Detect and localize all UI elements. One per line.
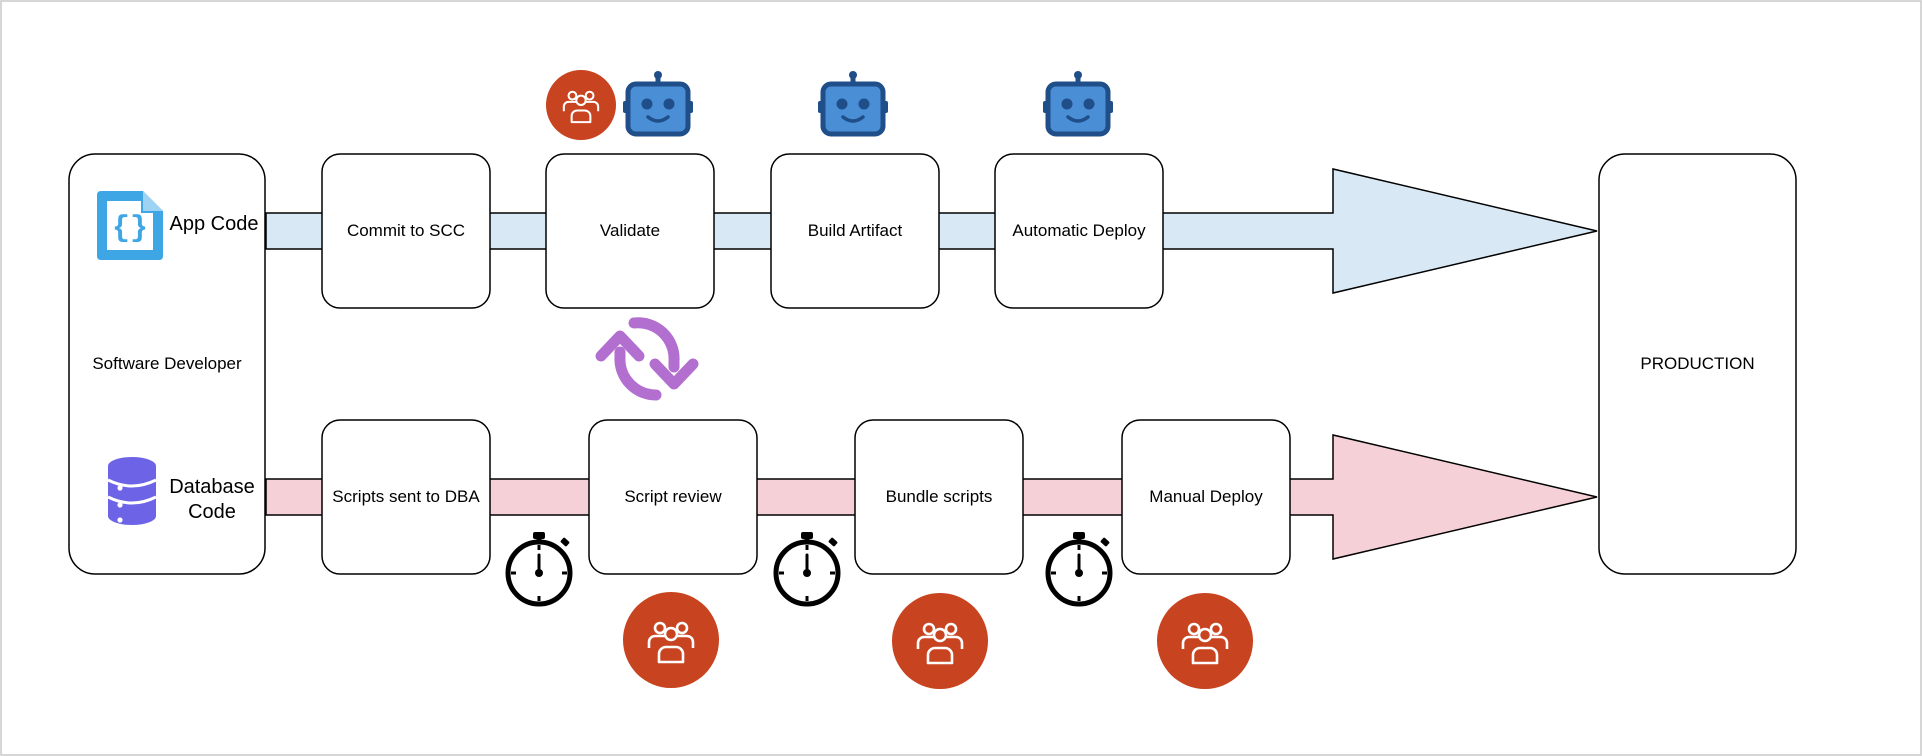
team-icon xyxy=(892,593,988,689)
scripts-sent-to-dba-label: Scripts sent to DBA xyxy=(332,487,480,506)
commit-to-scc-label: Commit to SCC xyxy=(346,221,466,240)
production-label: PRODUCTION xyxy=(1640,354,1755,373)
team-icon xyxy=(1157,593,1253,689)
app-code-label: App Code xyxy=(169,212,259,235)
svg-text:{}: {} xyxy=(112,212,148,246)
step-automatic-deploy xyxy=(994,153,1164,309)
manual-deploy-label: Manual Deploy xyxy=(1149,487,1263,506)
file-code-icon: {} xyxy=(97,191,163,260)
build-artifact-label: Build Artifact xyxy=(807,221,903,240)
validate-label: Validate xyxy=(599,221,661,240)
step-build-artifact xyxy=(770,153,940,309)
step-manual-deploy xyxy=(1121,419,1291,575)
cycle-icon xyxy=(595,317,699,401)
step-commit-to-scc xyxy=(321,153,491,309)
database-icon xyxy=(107,457,157,525)
script-review-label: Script review xyxy=(624,487,722,506)
bundle-scripts-label: Bundle scripts xyxy=(885,487,993,506)
step-scripts-sent-to-dba xyxy=(321,419,491,575)
database-code-label: Database Code xyxy=(169,476,255,523)
software-developer-label: Software Developer xyxy=(92,354,242,373)
team-icon xyxy=(623,592,719,688)
team-icon xyxy=(546,70,616,140)
production-box xyxy=(1598,153,1797,575)
step-script-review xyxy=(588,419,758,575)
step-bundle-scripts xyxy=(854,419,1024,575)
automatic-deploy-label: Automatic Deploy xyxy=(1012,221,1146,240)
step-validate xyxy=(545,153,715,309)
